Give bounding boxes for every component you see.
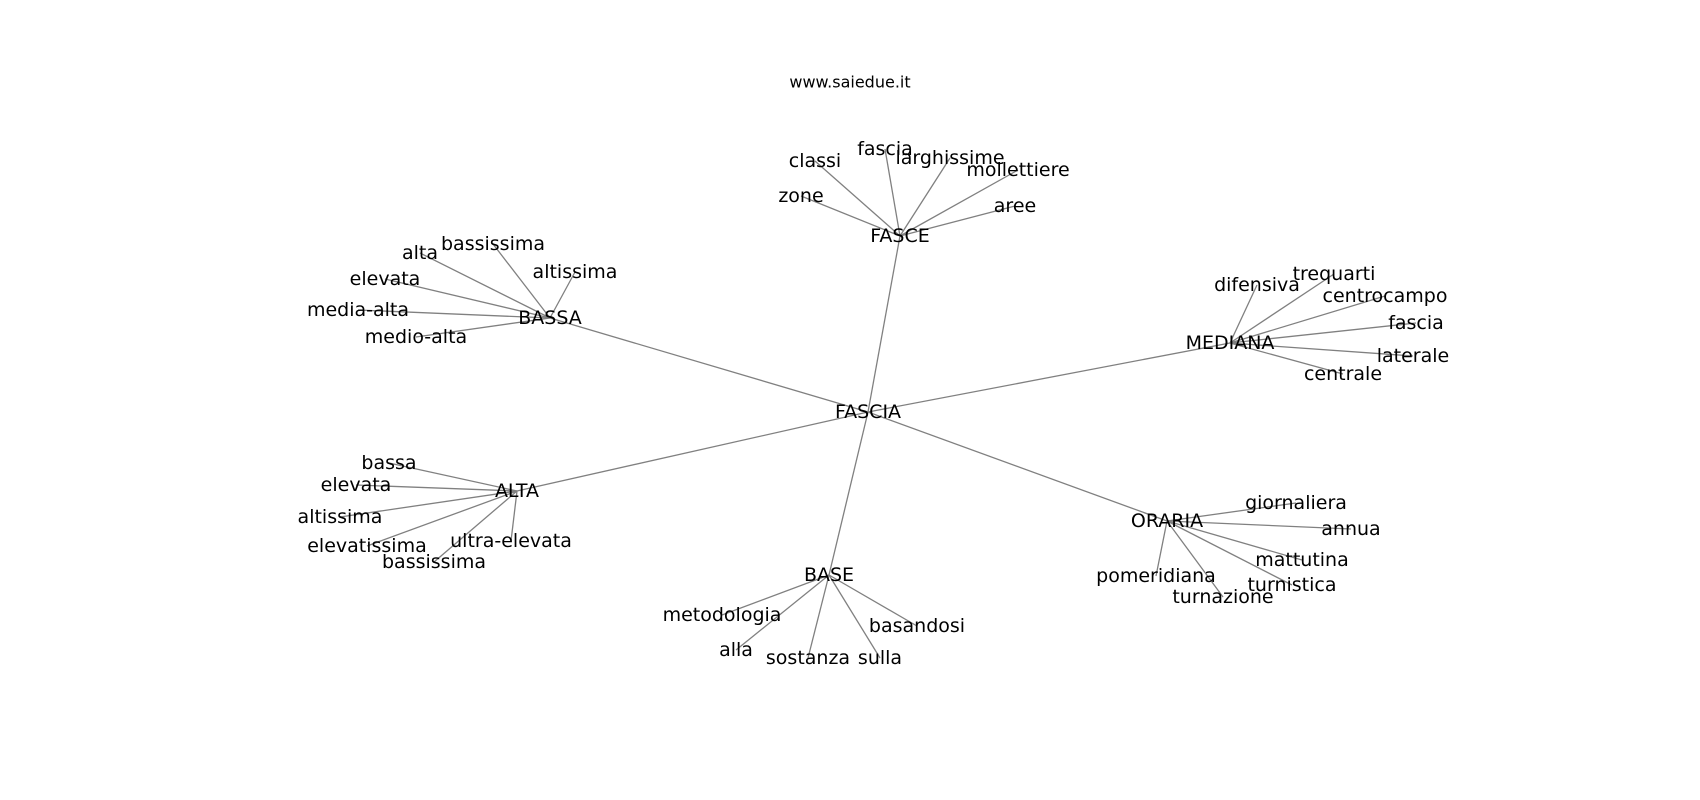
edge-bassa-altissima (549, 271, 576, 319)
edge-oraria-annua (1166, 520, 1352, 530)
node-leaf-base-sulla: sulla (858, 647, 902, 669)
node-leaf-fasce-larghissime: larghissime (895, 147, 1004, 169)
node-leaf-fasce-aree: aree (994, 195, 1036, 217)
node-leaf-mediana-fascia: fascia (1388, 312, 1444, 334)
site-title: www.saiedue.it (789, 72, 911, 92)
edge-bassa-elevata (384, 278, 551, 319)
edge-bassa-alta (419, 252, 551, 319)
edge-mediana-centrale (1229, 342, 1344, 375)
edge-base-sostanza (807, 574, 830, 659)
node-leaf-base-sostanza: sostanza (766, 647, 850, 669)
node-root: FASCIA (835, 401, 901, 423)
edge-base-sulla (828, 574, 881, 659)
edge-alta-bassa (388, 462, 518, 492)
node-leaf-bassa-media-alta: media-alta (307, 299, 409, 321)
node-leaf-fasce-mollettiere: mollettiere (966, 159, 1069, 181)
edge-alta-altissima (339, 490, 518, 518)
edge-mediana-centrocampo (1229, 295, 1386, 344)
node-branch-mediana: MEDIANA (1186, 332, 1275, 354)
node-leaf-bassa-medio-alta: medio-alta (365, 326, 467, 348)
edge-alta-bassissima (433, 490, 518, 563)
node-leaf-bassa-altissima: altissima (533, 261, 618, 283)
edge-oraria-turnazione (1166, 520, 1224, 598)
node-leaf-bassa-elevata: elevata (350, 268, 421, 290)
edge-alta-ultra-elevata (510, 490, 518, 542)
edge-mediana-difensiva (1229, 284, 1258, 344)
edge-bassa-media-alta (357, 309, 551, 319)
edge-fasce-larghissime (899, 157, 951, 237)
edge-fascia-mediana (867, 342, 1231, 413)
node-leaf-alta-ultra-elevata: ultra-elevata (450, 530, 572, 552)
node-leaf-oraria-turnistica: turnistica (1247, 574, 1336, 596)
node-leaf-fasce-fascia: fascia (857, 138, 913, 160)
node-branch-bassa: BASSA (518, 307, 582, 329)
edge-fasce-fascia (884, 148, 901, 237)
edge-oraria-mattutina (1166, 520, 1303, 561)
node-leaf-oraria-turnazione: turnazione (1172, 586, 1273, 608)
edge-alta-elevata (355, 484, 518, 492)
node-leaf-mediana-difensiva: difensiva (1214, 274, 1300, 296)
edge-fasce-zone (800, 195, 901, 237)
edge-base-alla (735, 574, 830, 651)
node-leaf-bassa-bassissima: bassissima (441, 233, 545, 255)
edge-mediana-fascia (1229, 322, 1417, 344)
edge-oraria-turnistica (1166, 520, 1293, 586)
edge-fascia-fasce (867, 235, 901, 413)
node-leaf-oraria-giornaliera: giornaliera (1245, 492, 1347, 514)
node-branch-alta: ALTA (495, 480, 539, 502)
node-leaf-mediana-trequarti: trequarti (1293, 263, 1376, 285)
node-leaf-base-alla: alla (719, 639, 753, 661)
node-leaf-bassa-alta: alta (402, 242, 438, 264)
node-leaf-alta-altissima: altissima (298, 506, 383, 528)
node-leaf-oraria-mattutina: mattutina (1255, 549, 1349, 571)
node-leaf-alta-bassissima: bassissima (382, 551, 486, 573)
edge-mediana-trequarti (1229, 273, 1335, 344)
edge-fascia-alta (516, 411, 869, 492)
node-branch-oraria: ORARIA (1131, 510, 1203, 532)
node-leaf-alta-bassa: bassa (361, 452, 416, 474)
edge-oraria-giornaliera (1166, 502, 1297, 522)
edge-base-metodologia (721, 574, 830, 616)
edge-fascia-base (828, 411, 869, 576)
node-labels: FASCIAFASCEclassifascialarghissimemollet… (298, 138, 1450, 669)
node-leaf-oraria-pomeridiana: pomeridiana (1096, 565, 1216, 587)
node-leaf-base-basandosi: basandosi (869, 615, 965, 637)
node-leaf-alta-elevatissima: elevatissima (307, 535, 427, 557)
edges (339, 148, 1417, 659)
node-leaf-mediana-laterale: laterale (1377, 345, 1449, 367)
edge-fascia-bassa (549, 317, 869, 413)
edge-fascia-oraria (867, 411, 1168, 522)
node-leaf-fasce-classi: classi (789, 150, 841, 172)
edge-fasce-aree (899, 205, 1016, 237)
edge-base-basandosi (828, 574, 918, 627)
node-branch-fasce: FASCE (870, 225, 930, 247)
edge-fasce-classi (814, 160, 901, 237)
node-leaf-fasce-zone: zone (778, 185, 823, 207)
edge-alta-elevatissima (366, 490, 518, 547)
node-leaf-mediana-centrale: centrale (1304, 363, 1382, 385)
edge-mediana-laterale (1229, 342, 1414, 357)
node-leaf-mediana-centrocampo: centrocampo (1323, 285, 1448, 307)
edge-bassa-medio-alta (415, 317, 551, 338)
node-leaf-oraria-annua: annua (1321, 518, 1380, 540)
node-leaf-alta-elevata: elevata (321, 474, 392, 496)
node-leaf-base-metodologia: metodologia (663, 604, 782, 626)
node-branch-base: BASE (804, 564, 854, 586)
edge-fasce-mollettiere (899, 169, 1019, 237)
edge-bassa-bassissima (492, 243, 551, 319)
edge-oraria-pomeridiana (1155, 520, 1168, 577)
